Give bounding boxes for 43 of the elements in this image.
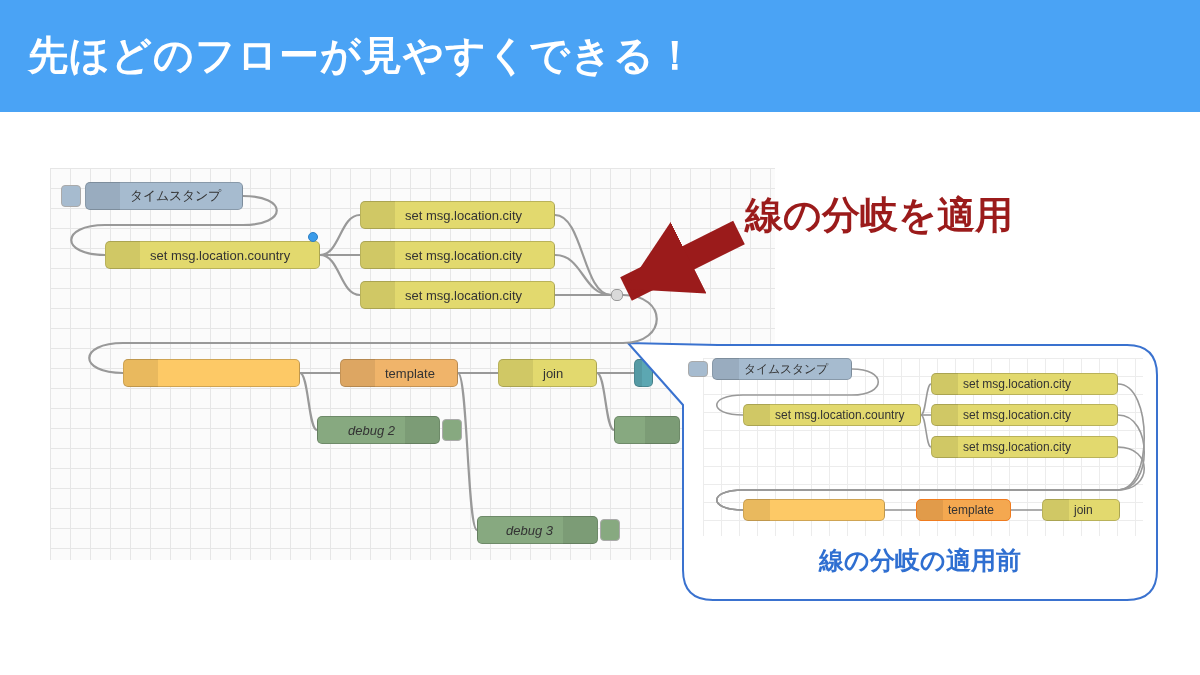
change-node: set msg.location.country [743, 404, 921, 426]
connector-wire [1010, 509, 1043, 511]
change-node: set msg.location.city [931, 436, 1118, 458]
connector-wire [555, 293, 611, 297]
join-node: join [1042, 499, 1120, 521]
connector-wire [458, 371, 498, 375]
connector-wire [70, 194, 278, 257]
change-node: set msg.location.country [105, 241, 320, 269]
slide-title: 先ほどのフローが見やすくできる！ [28, 32, 696, 79]
join-node: join [498, 359, 597, 387]
connector-wire [715, 368, 880, 416]
service-node [743, 499, 885, 521]
change-node: set msg.location.city [360, 241, 555, 269]
debug-node: debug 3 [477, 516, 598, 544]
connector-wire [299, 372, 318, 431]
inject-node: タイムスタンプ [712, 358, 852, 380]
debug-node [614, 416, 680, 444]
connector-wire [597, 371, 634, 375]
connector-wire [457, 372, 478, 531]
connector-wire [920, 414, 932, 416]
change-node: set msg.location.city [360, 281, 555, 309]
connector-wire [715, 446, 1146, 511]
change-node: set msg.location.city [931, 373, 1118, 395]
template-node: template [916, 499, 1011, 521]
connector-wire [884, 509, 917, 511]
connector-wire [554, 213, 612, 297]
connector-wire [920, 414, 932, 448]
template-node: template [340, 359, 458, 387]
junction-node [611, 289, 623, 301]
change-node: set msg.location.city [931, 404, 1118, 426]
inject-node: タイムスタンプ [85, 182, 243, 210]
change-node: set msg.location.city [360, 201, 555, 229]
debug-node: debug 2 [317, 416, 440, 444]
connector-wire [596, 372, 615, 431]
connector-wire [319, 253, 361, 297]
connector-wire [88, 293, 658, 375]
connector-wire [300, 371, 340, 375]
annotation-text: 線の分岐を適用 [745, 190, 1085, 240]
callout-caption: 線の分岐の適用前 [817, 545, 1022, 576]
service-node [123, 359, 300, 387]
callout-bubble [625, 340, 1160, 603]
connector-wire [920, 383, 932, 416]
pointer-arrow [620, 220, 745, 301]
